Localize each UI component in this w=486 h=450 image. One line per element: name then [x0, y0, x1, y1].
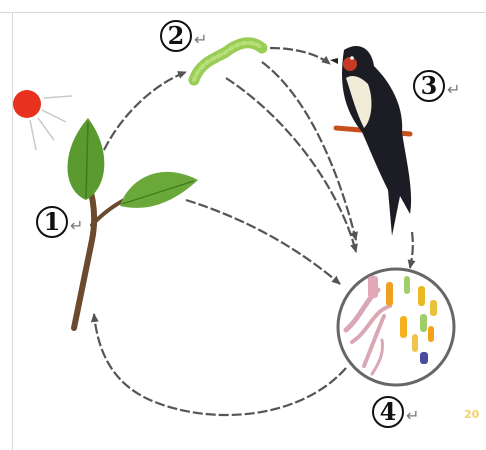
- plant-icon: [68, 118, 199, 328]
- arrow-plant-to-caterpillar: [104, 72, 186, 150]
- bird-number: 3: [413, 70, 445, 102]
- return-mark: ↵: [447, 80, 460, 99]
- caterpillar-number: 2: [160, 20, 192, 52]
- arrow-decomposers-to-plant: [94, 314, 346, 415]
- return-mark: ↵: [406, 406, 419, 425]
- arrow-bird-side-to-decomposers: [262, 62, 356, 240]
- bird-icon: [330, 46, 411, 236]
- return-mark: ↵: [70, 216, 83, 235]
- plant-number: 1: [36, 206, 68, 238]
- plant-label: 1 ↵: [36, 206, 83, 238]
- arrow-plant-to-decomposers: [186, 200, 340, 284]
- sun-icon: [13, 90, 72, 150]
- decomposers-label: 4 ↵: [372, 396, 419, 428]
- decomposers-number: 4: [372, 396, 404, 428]
- decomposers-icon: [338, 269, 454, 385]
- arrow-caterpillar-to-bird: [270, 48, 330, 64]
- arrow-caterpillar-to-decomposers: [226, 78, 356, 252]
- caterpillar-label: 2 ↵: [160, 20, 207, 52]
- watermark: 20: [464, 408, 479, 421]
- return-mark: ↵: [194, 30, 207, 49]
- bird-label: 3 ↵: [413, 70, 460, 102]
- arrow-bird-to-decomposers: [410, 232, 413, 268]
